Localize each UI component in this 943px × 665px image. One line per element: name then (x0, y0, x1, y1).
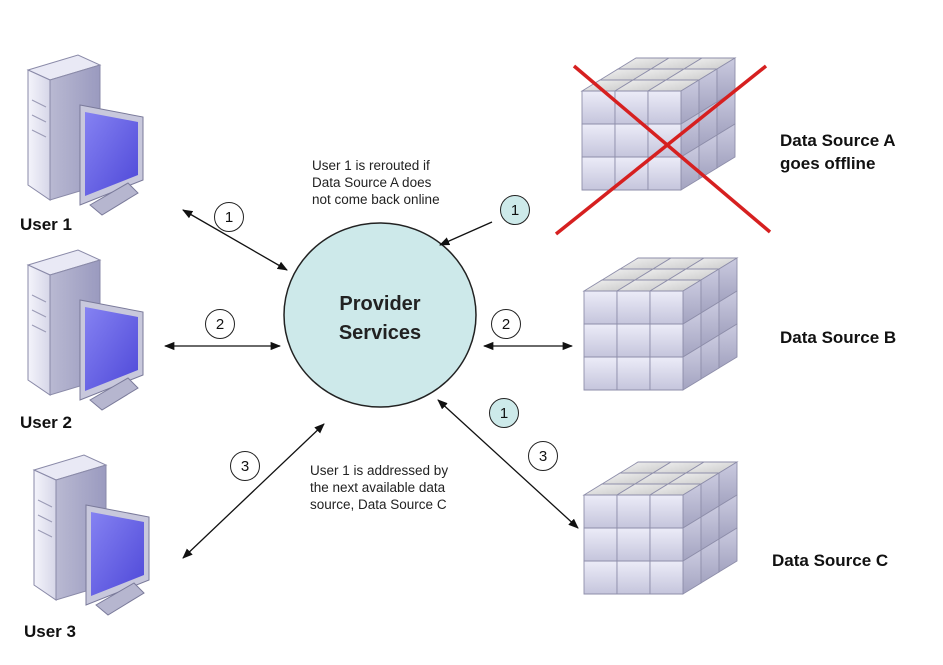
reroute-note-line1: User 1 is rerouted if (312, 158, 430, 173)
reroute-note: User 1 is rerouted if Data Source A does… (312, 157, 440, 208)
database-cube-icon-source-c (582, 461, 739, 595)
arrow-user3-provider (182, 423, 325, 559)
addressed-note-line3: source, Data Source C (310, 497, 447, 512)
database-cube-icon-source-a (580, 57, 737, 191)
user3-label: User 3 (24, 622, 76, 641)
source-a-label-line2: goes offline (780, 154, 876, 173)
provider-services-node (283, 222, 477, 408)
provider-title-line1: Provider (339, 293, 421, 315)
step-badge-source-c: 3 (528, 441, 558, 471)
addressed-note-line1: User 1 is addressed by (310, 463, 449, 478)
user1-label: User 1 (20, 215, 72, 234)
step-badge-reroute: 1 (489, 398, 519, 428)
step-badge-user2: 2 (205, 309, 235, 339)
addressed-note: User 1 is addressed by the next availabl… (310, 462, 448, 513)
user2-label: User 2 (20, 413, 72, 432)
source-c-label: Data Source C (772, 551, 889, 570)
offline-cross-icon (554, 64, 772, 236)
provider-title-line2: Services (338, 322, 422, 344)
step-badge-user3: 3 (230, 451, 260, 481)
step-badge-source-b: 2 (491, 309, 521, 339)
arrow-sourceA-provider (439, 221, 493, 246)
provider-services-title: Provider Services (285, 290, 475, 348)
source-b-label: Data Source B (780, 328, 897, 347)
source-a-label: Data Source A goes offline (780, 129, 896, 175)
step-badge-source-a: 1 (500, 195, 530, 225)
addressed-note-line2: the next available data (310, 480, 446, 495)
database-cube-icon-source-b (582, 257, 739, 391)
reroute-note-line2: Data Source A does (312, 175, 432, 190)
computer-icon-user2 (26, 249, 144, 411)
computer-icon-user1 (26, 54, 144, 216)
source-a-label-line1: Data Source A (780, 131, 896, 150)
arrow-sourceC-provider (437, 399, 579, 529)
computer-icon-user3 (32, 454, 150, 616)
reroute-note-line3: not come back online (312, 192, 440, 207)
arrow-user1-provider (182, 209, 288, 271)
step-badge-user1: 1 (214, 202, 244, 232)
